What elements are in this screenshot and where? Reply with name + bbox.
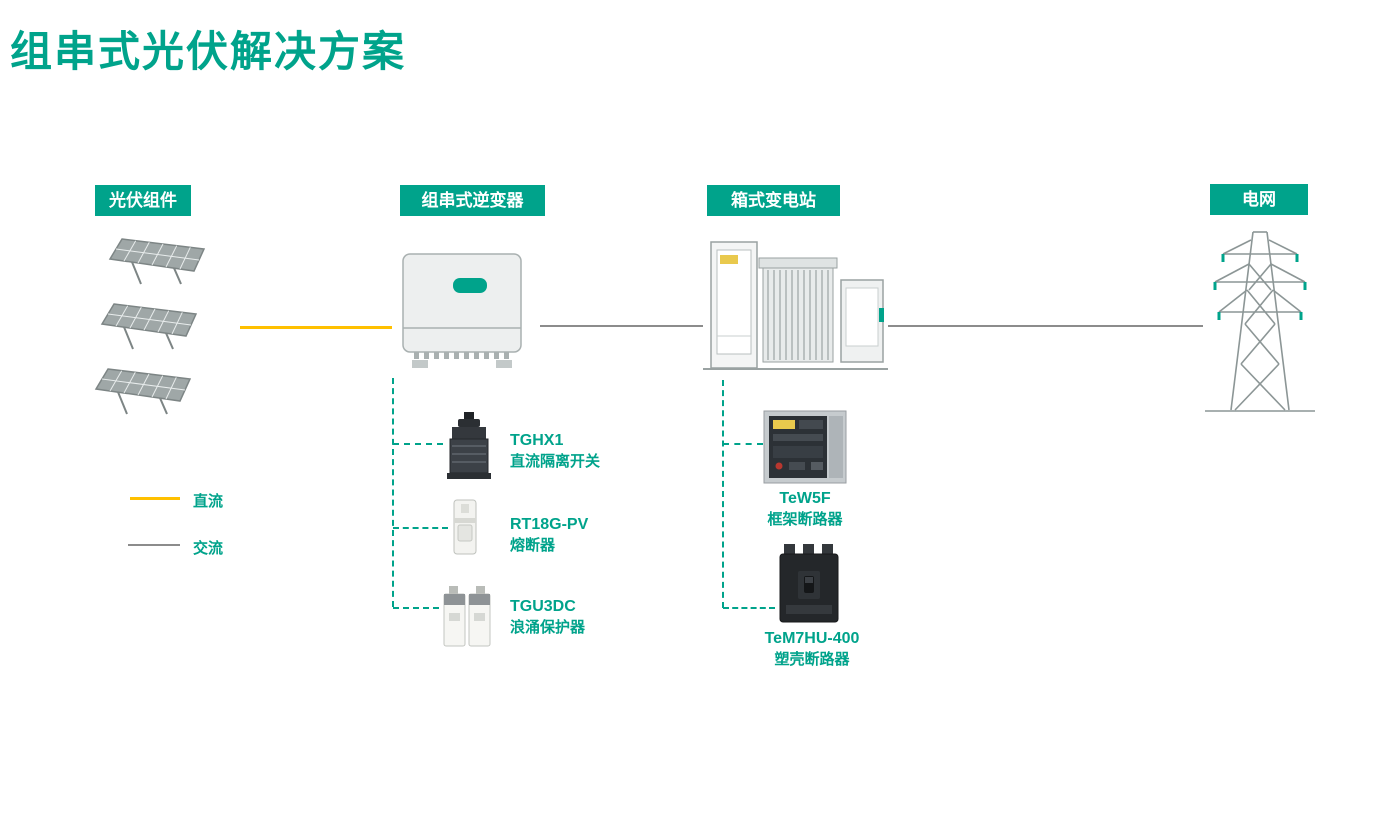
stage-badge-substation: 箱式变电站 (707, 185, 840, 216)
product-tghx1-label: TGHX1 直流隔离开关 (510, 430, 600, 472)
stage-badge-pv: 光伏组件 (95, 185, 191, 216)
product-tgu3dc-image (441, 586, 493, 655)
product-model: TeM7HU-400 (764, 630, 860, 647)
power-tower-illustration (1205, 224, 1315, 421)
product-tem7hu-label: TeM7HU-400 塑壳断路器 (748, 628, 876, 670)
legend-dc-label: 直流 (193, 493, 224, 510)
connector-inverter-branch-3 (393, 607, 439, 609)
connector-substation-branch-2 (723, 607, 775, 609)
product-desc: 浪涌保护器 (510, 619, 586, 636)
inverter-illustration (398, 248, 528, 378)
legend-dc-line (130, 497, 180, 500)
stage-badge-inverter: 组串式逆变器 (400, 185, 545, 216)
product-model: RT18G-PV (510, 516, 589, 533)
connector-inverter-branch-1 (393, 443, 443, 445)
product-desc: 塑壳断路器 (774, 651, 850, 668)
legend-ac-line (128, 544, 180, 546)
product-model: TeW5F (779, 490, 831, 507)
product-model: TGU3DC (510, 598, 576, 615)
product-tew5f-label: TeW5F 框架断路器 (743, 488, 867, 530)
solar-panel-icon (108, 236, 208, 293)
legend-ac-label: 交流 (193, 540, 224, 557)
product-desc: 框架断路器 (767, 511, 843, 528)
product-tew5f-image (763, 408, 847, 491)
connector-inverter-vertical (392, 378, 394, 607)
connector-inverter-branch-2 (393, 527, 448, 529)
product-desc: 熔断器 (510, 537, 556, 554)
product-tghx1-image (445, 412, 493, 485)
connector-substation-branch-1 (723, 443, 763, 445)
connector-substation-vertical (722, 380, 724, 608)
product-model: TGHX1 (510, 432, 564, 449)
product-rt18g-image (450, 498, 480, 561)
solar-panel-icon (100, 301, 200, 358)
dc-connection-line (240, 326, 392, 329)
substation-illustration (703, 236, 888, 381)
ac-connection-line-1 (540, 325, 703, 327)
product-tem7hu-image (776, 543, 842, 630)
page-title: 组串式光伏解决方案 (10, 28, 407, 75)
product-tgu3dc-label: TGU3DC 浪涌保护器 (510, 596, 585, 638)
solar-panel-icon (94, 366, 194, 423)
ac-connection-line-2 (888, 325, 1203, 327)
product-rt18g-label: RT18G-PV 熔断器 (510, 514, 588, 556)
stage-badge-grid: 电网 (1210, 184, 1308, 215)
product-desc: 直流隔离开关 (510, 453, 601, 470)
